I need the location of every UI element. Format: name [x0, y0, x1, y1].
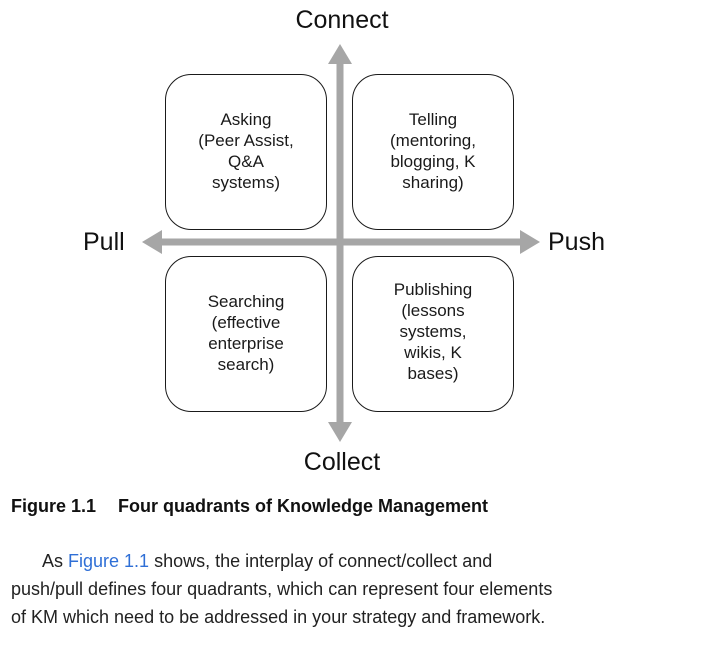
arrow-up-icon — [328, 44, 352, 64]
paragraph-line-1: As Figure 1.1 shows, the interplay of co… — [11, 547, 691, 575]
figure-title: Four quadrants of Knowledge Management — [118, 496, 489, 516]
axis-label-collect: Collect — [303, 448, 381, 476]
figure-link[interactable]: Figure 1.1 — [68, 551, 150, 571]
paragraph-line-1-rest: shows, the interplay of connect/collect … — [149, 551, 493, 571]
axis-label-push: Push — [548, 228, 605, 256]
axis-label-pull: Pull — [83, 228, 125, 256]
body-paragraph: As Figure 1.1 shows, the interplay of co… — [11, 547, 691, 631]
arrow-down-icon — [328, 422, 352, 442]
paragraph-line-2: push/pull defines four quadrants, which … — [11, 579, 553, 599]
axis-label-connect: Connect — [295, 6, 389, 34]
quadrant-asking: Asking (Peer Assist, Q&A systems) — [165, 74, 327, 230]
paragraph-line-3: of KM which need to be addressed in your… — [11, 607, 546, 627]
paragraph-prefix: As — [42, 551, 69, 571]
quadrant-searching: Searching (effective enterprise search) — [165, 256, 327, 412]
arrow-right-icon — [520, 230, 540, 254]
figure-number: Figure 1.1 — [11, 496, 97, 516]
arrow-left-icon — [142, 230, 162, 254]
km-quadrant-diagram: Connect Collect Pull Push Asking (Peer A… — [83, 6, 605, 476]
quadrant-telling: Telling (mentoring, blogging, K sharing) — [352, 74, 514, 230]
figure-caption: Figure 1.1 Four quadrants of Knowledge Ma… — [11, 496, 488, 517]
quadrant-publishing: Publishing (lessons systems, wikis, K ba… — [352, 256, 514, 412]
axes — [142, 44, 540, 442]
